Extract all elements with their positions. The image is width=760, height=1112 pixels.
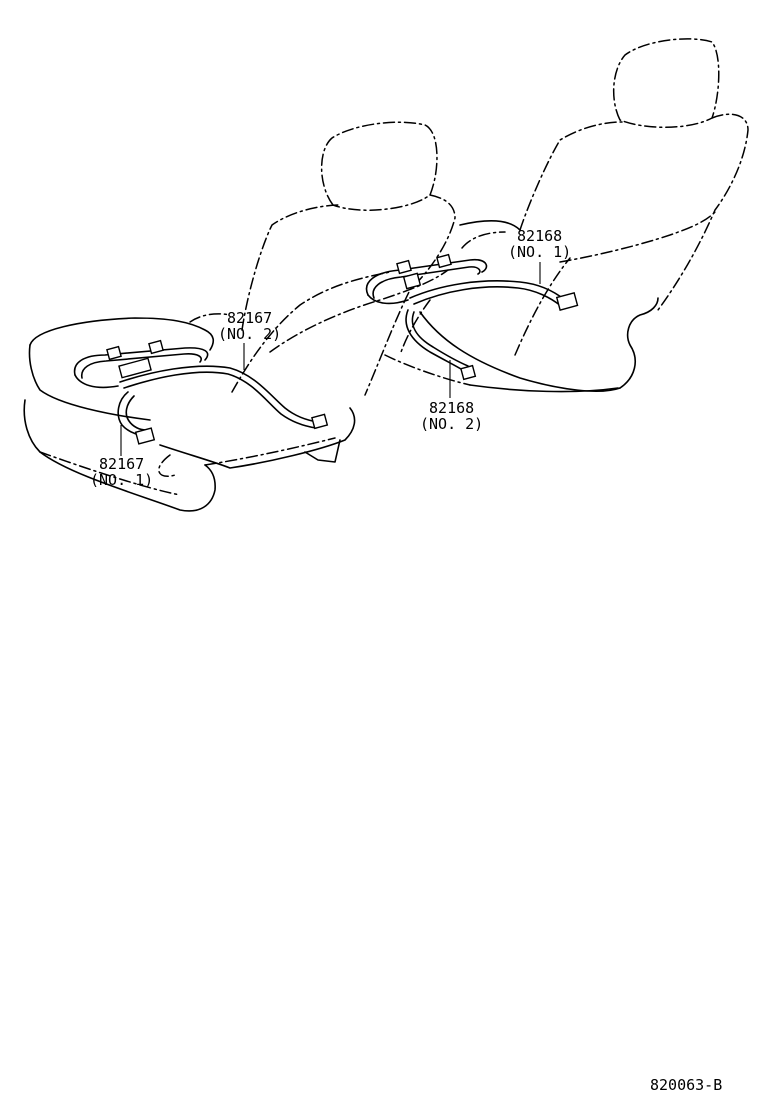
callout-sub-label: (NO. 2) bbox=[420, 415, 484, 433]
left-seat-outline bbox=[23, 121, 456, 512]
callout-part-number: 82167 bbox=[227, 309, 273, 327]
diagram-code: 820063-B bbox=[650, 1076, 723, 1094]
leader-lines bbox=[120, 262, 541, 456]
callout-sub-label: (NO. 1) bbox=[90, 471, 154, 489]
callout-part-number: 82168 bbox=[429, 399, 475, 417]
callout-sub-label: (NO. 1) bbox=[508, 243, 572, 261]
callout-part-number: 82167 bbox=[99, 455, 145, 473]
callout-82167-no2[interactable]: 82167 (NO. 2) bbox=[218, 310, 281, 342]
harness-82168 bbox=[365, 253, 579, 381]
harness-82167 bbox=[73, 339, 329, 445]
callout-part-number: 82168 bbox=[517, 227, 563, 245]
callout-82168-no2[interactable]: 82168 (NO. 2) bbox=[420, 400, 483, 432]
callout-82168-no1[interactable]: 82168 (NO. 1) bbox=[508, 228, 571, 260]
right-seat-outline bbox=[384, 38, 749, 393]
callout-82167-no1[interactable]: 82167 (NO. 1) bbox=[90, 456, 153, 488]
callout-sub-label: (NO. 2) bbox=[218, 325, 282, 343]
